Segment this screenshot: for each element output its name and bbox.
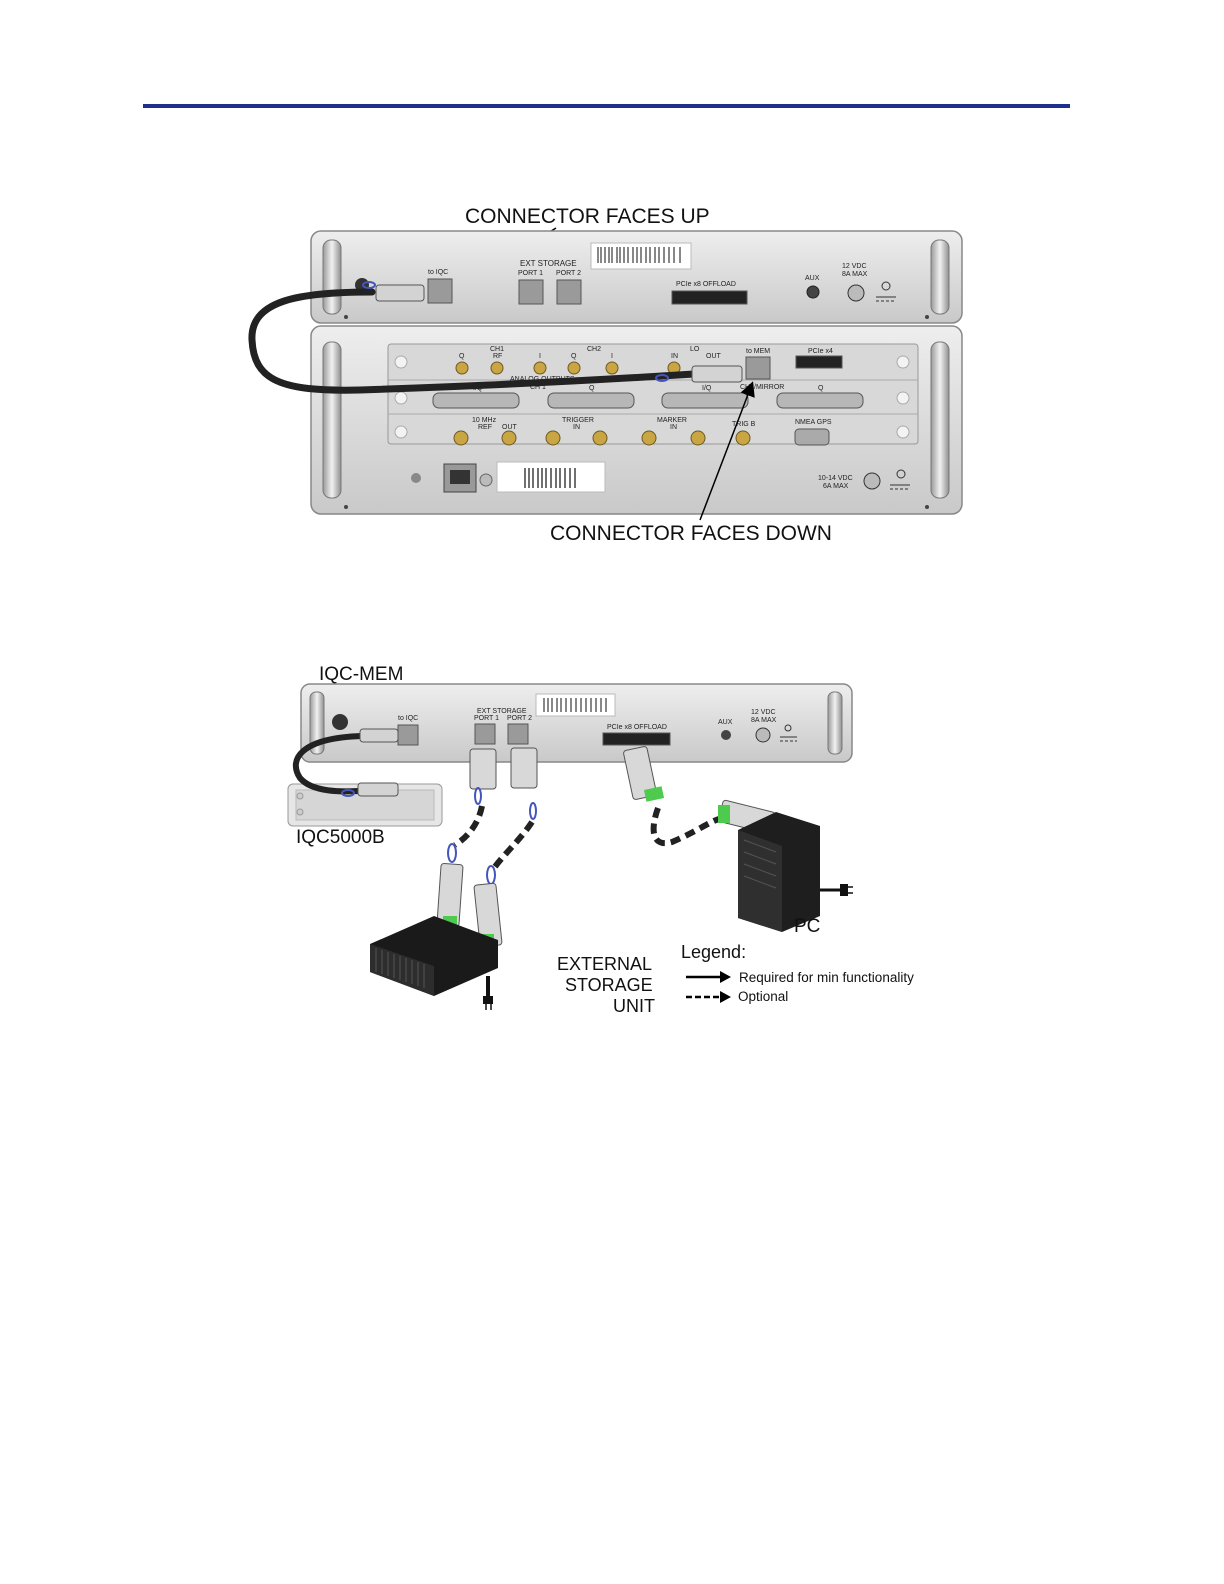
panel2-power-label-2: 8A MAX: [751, 717, 777, 724]
marker-label: MARKER: [657, 417, 687, 424]
bnc-connector[interactable]: [454, 431, 468, 445]
ext-storage-port-1[interactable]: [519, 280, 543, 304]
mem-to-iqc-label: to IQC: [428, 269, 448, 276]
q-label-2: Q: [818, 385, 824, 392]
panel2-ext-storage-label: EXT STORAGE: [477, 708, 527, 715]
lo-in-label: IN: [671, 353, 678, 360]
iqc5000b-panel: CH1 CH2 LO to MEM PCIe x4 Q RF I Q I IN …: [311, 326, 962, 514]
storage-unit-plug-1: [437, 844, 463, 927]
legend: Legend: Required for min functionality O…: [681, 942, 914, 1004]
bnc-connector[interactable]: [642, 431, 656, 445]
ext-storage-label: EXT STORAGE: [520, 259, 577, 268]
db-connector[interactable]: [433, 393, 519, 408]
iqc5000b-title: IQC5000B: [296, 827, 385, 848]
bnc-connector[interactable]: [593, 431, 607, 445]
q-label-1: Q: [589, 385, 595, 392]
aux-label: AUX: [805, 275, 820, 282]
to-mem-port[interactable]: [746, 357, 770, 379]
optional-cable-2: [494, 822, 532, 868]
panel2-to-iqc-port[interactable]: [398, 725, 418, 745]
sma-connector[interactable]: [491, 362, 503, 374]
iqc-power-jack[interactable]: [864, 473, 880, 489]
panel2-power-jack[interactable]: [756, 728, 770, 742]
storage-plug-2: [511, 748, 537, 819]
sma-connector[interactable]: [606, 362, 618, 374]
ref-out-label: OUT: [502, 424, 518, 431]
ch2-mirror-label: CH2/MIRROR: [740, 384, 784, 391]
ch2-q-label: Q: [571, 353, 577, 360]
pcie-x4-port[interactable]: [796, 356, 842, 368]
marker-in-label: IN: [670, 424, 677, 431]
legend-title: Legend:: [681, 942, 746, 962]
db-connector[interactable]: [662, 393, 748, 408]
storage-plug-1: [470, 749, 496, 804]
panel2-to-iqc-label: to IQC: [398, 715, 418, 722]
ch1-label: CH1: [490, 346, 504, 353]
power-jack[interactable]: [848, 285, 864, 301]
port2-label: PORT 2: [556, 270, 581, 277]
pc-tower-icon: [738, 812, 853, 932]
db-connector[interactable]: [548, 393, 634, 408]
sma-connector[interactable]: [456, 362, 468, 374]
to-mem-label: to MEM: [746, 348, 770, 355]
callout-connector-faces-down: CONNECTOR FACES DOWN: [550, 522, 832, 545]
lo-out-label: OUT: [706, 353, 722, 360]
bnc-connector[interactable]: [546, 431, 560, 445]
bnc-connector[interactable]: [691, 431, 705, 445]
storage-label-2: STORAGE: [565, 975, 653, 995]
iqc-power-label-1: 10-14 VDC: [818, 475, 853, 482]
trigger-in-label: IN: [573, 424, 580, 431]
sma-connector[interactable]: [534, 362, 546, 374]
pcie-x4-label: PCIe x4: [808, 348, 833, 355]
aux-jack[interactable]: [807, 286, 819, 298]
sma-connector[interactable]: [568, 362, 580, 374]
iq-label-2: I/Q: [702, 385, 712, 392]
panel2-port-2[interactable]: [508, 724, 528, 744]
legend-optional-text: Optional: [738, 989, 788, 1004]
storage-label-3: UNIT: [613, 996, 655, 1016]
iqc-mem-panel-2: to IQC EXT STORAGE PORT 1 PORT 2 PCIe x8…: [301, 684, 852, 762]
to-iqc-port[interactable]: [428, 279, 452, 303]
pcie-offload-port[interactable]: [672, 291, 747, 304]
port1-label: PORT 1: [518, 270, 543, 277]
ground-knob: [332, 714, 348, 730]
panel2-pcie-offload-port[interactable]: [603, 733, 670, 745]
panel2-aux-label: AUX: [718, 719, 733, 726]
ref-label: REF: [478, 424, 492, 431]
panel2-port1-label: PORT 1: [474, 715, 499, 722]
ext-storage-port-2[interactable]: [557, 280, 581, 304]
optional-cable-1: [455, 806, 482, 845]
optional-cable-pc: [654, 808, 722, 843]
panel2-aux-jack[interactable]: [721, 730, 731, 740]
callout-connector-faces-up: CONNECTOR FACES UP: [465, 205, 710, 228]
panel2-pcie-offload-label: PCIe x8 OFFLOAD: [607, 724, 667, 731]
iqc-mem-title: IQC-MEM: [319, 664, 403, 685]
pcie-offload-label: PCIe x8 OFFLOAD: [676, 281, 736, 288]
trigger-label: TRIGGER: [562, 417, 594, 424]
iqc-mem-panel: to IQC EXT STORAGE PORT 1 PORT 2 PCIe x8…: [311, 231, 962, 323]
power-label-1: 12 VDC: [842, 263, 867, 270]
pc-label: PC: [794, 916, 820, 937]
ch1-rf-label: RF: [493, 353, 502, 360]
bnc-connector[interactable]: [502, 431, 516, 445]
nmea-gps-port[interactable]: [795, 429, 829, 445]
ch1-q-label: Q: [459, 353, 465, 360]
ref-10mhz-label: 10 MHz: [472, 417, 497, 424]
lo-label: LO: [690, 346, 700, 353]
storage-label-1: EXTERNAL: [557, 954, 652, 974]
ch2-label: CH2: [587, 346, 601, 353]
bnc-connector[interactable]: [736, 431, 750, 445]
panel2-power-label-1: 12 VDC: [751, 709, 776, 716]
panel2-port2-label: PORT 2: [507, 715, 532, 722]
ch1-i-label: I: [539, 353, 541, 360]
ch2-i-label: I: [611, 353, 613, 360]
legend-required-text: Required for min functionality: [739, 970, 914, 985]
power-label-2: 8A MAX: [842, 271, 868, 278]
panel2-port-1[interactable]: [475, 724, 495, 744]
nmea-gps-label: NMEA GPS: [795, 419, 832, 426]
db-connector[interactable]: [777, 393, 863, 408]
iqc-power-label-2: 6A MAX: [823, 483, 849, 490]
